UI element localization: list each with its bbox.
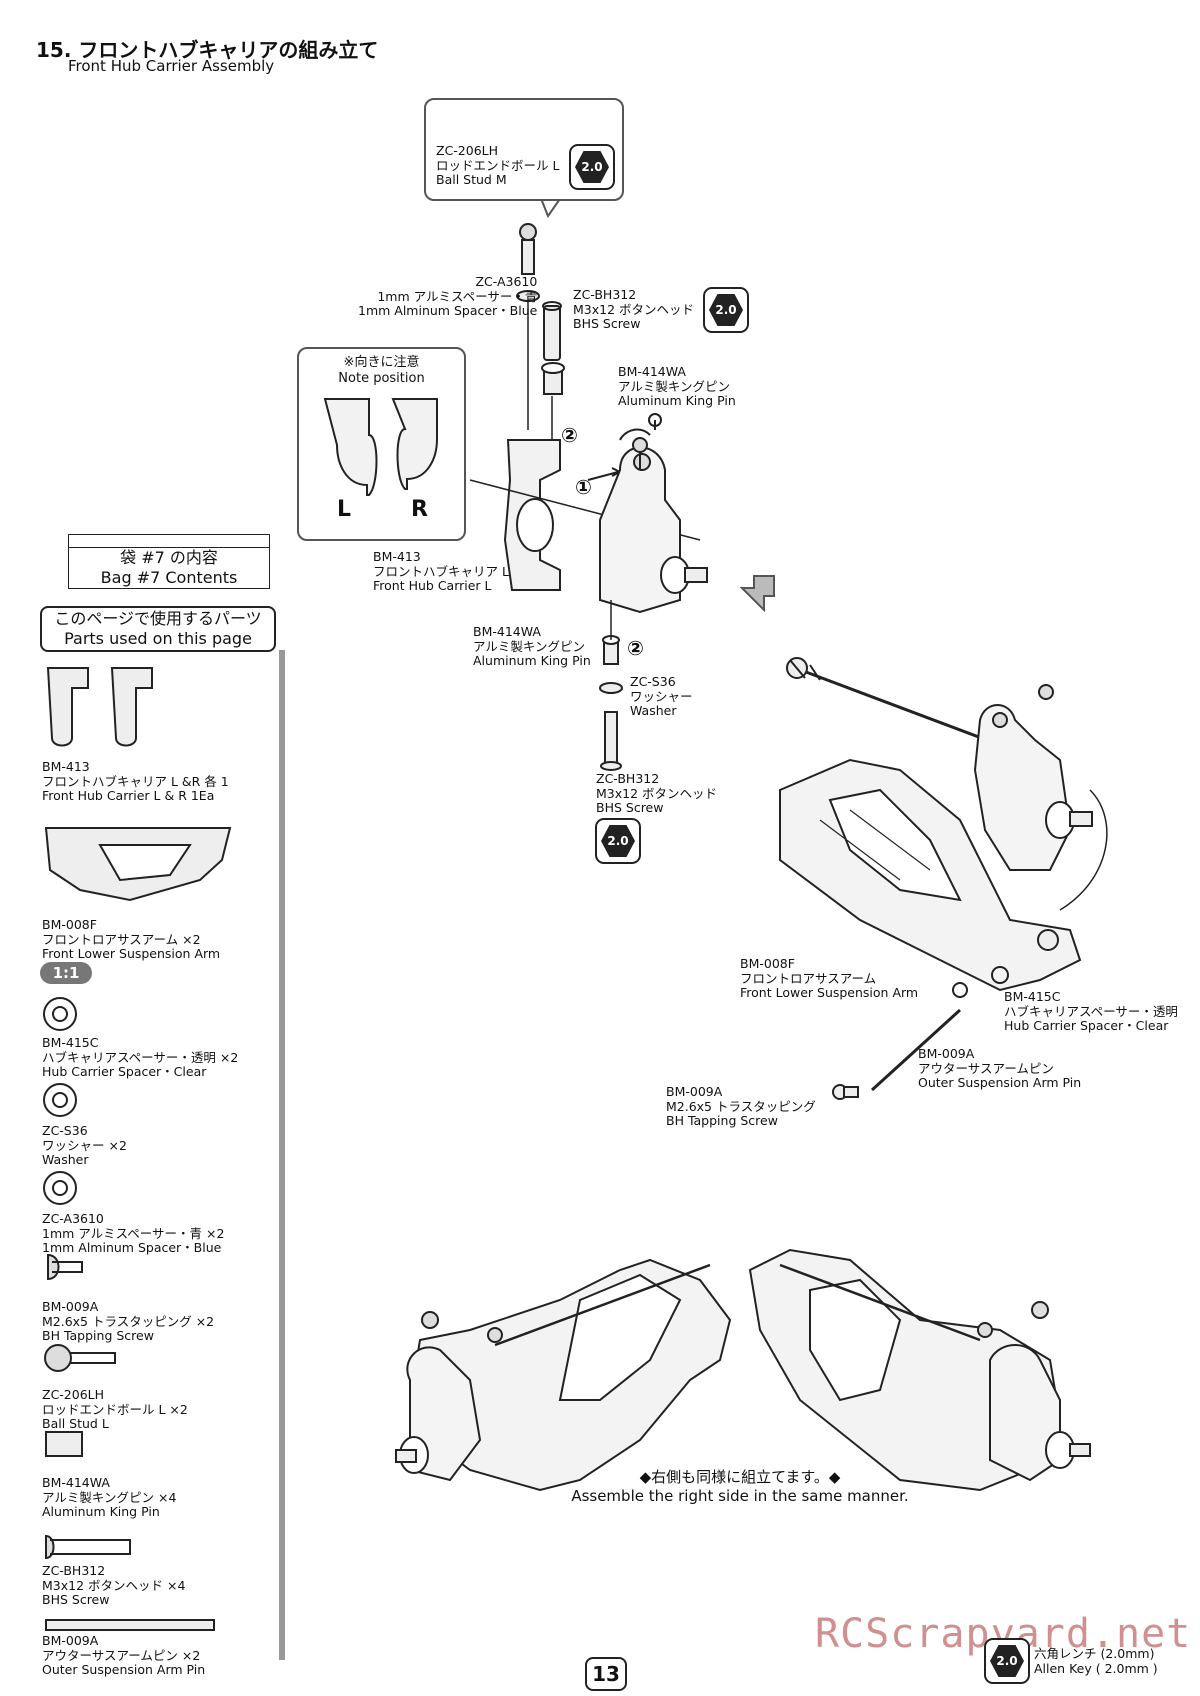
- label-tapping: BM-009A M2.6x5 トラスタッピング BH Tapping Screw: [666, 1084, 816, 1128]
- label-arm: BM-008F フロントロアサスアーム Front Lower Suspensi…: [740, 956, 919, 1000]
- allen-key-legend: 六角レンチ (2.0mm) Allen Key ( 2.0mm ): [1034, 1646, 1158, 1676]
- page-subtitle: Front Hub Carrier Assembly: [68, 57, 275, 75]
- label-s36: ZC-S36 ワッシャー Washer: [630, 674, 693, 718]
- label-kingpin-bottom: BM-414WA アルミ製キングピン Aluminum King Pin: [473, 624, 591, 668]
- bag-title-ja: 袋 #7 の内容: [120, 548, 218, 567]
- scale-badge: 1:1: [40, 962, 92, 984]
- hex-wrench-icon: 2.0: [984, 1638, 1030, 1684]
- label-kingpin-top: BM-414WA アルミ製キングピン Aluminum King Pin: [618, 364, 736, 408]
- step-one-marker: ①: [575, 475, 592, 499]
- bag-title-en: Bag #7 Contents: [100, 568, 238, 587]
- part-name-ja: ロッドエンドボール L: [436, 157, 560, 173]
- right-label: R: [411, 497, 428, 522]
- label-a3610: ZC-A3610 1mm アルミスペーサー・青 1mm Alminum Spac…: [358, 274, 538, 318]
- page-number: 13: [585, 1657, 627, 1691]
- hex-wrench-icon: 2.0: [569, 144, 615, 190]
- label-bh312-top: ZC-BH312 M3x12 ボタンヘッド BHS Screw: [573, 287, 695, 331]
- hex-wrench-icon: 2.0: [703, 287, 749, 333]
- bag-header-bar: [69, 535, 269, 548]
- label-carrier: BM-413 フロントハブキャリア L Front Hub Carrier L: [373, 549, 509, 593]
- assembly-caption: ◆右側も同様に組立てます。◆ Assemble the right side i…: [571, 1468, 909, 1505]
- callout-label: ZC-206LH ロッドエンドボール L Ball Stud M: [436, 143, 560, 188]
- carrier-lr-icon: [323, 398, 438, 496]
- step-two-marker: ②: [561, 423, 578, 447]
- ball-stud-callout: ZC-206LH ロッドエンドボール L Ball Stud M 2.0: [424, 98, 624, 201]
- hex-wrench-icon: 2.0: [595, 818, 641, 864]
- label-pin: BM-009A アウターサスアームピン Outer Suspension Arm…: [918, 1046, 1082, 1090]
- bag-contents-box: 袋 #7 の内容 Bag #7 Contents: [68, 534, 270, 589]
- note-title: ※向きに注意 Note position: [338, 355, 425, 386]
- step-two-marker-lower: ②: [627, 636, 644, 660]
- sidebar-divider: [279, 650, 285, 1660]
- left-label: L: [337, 497, 352, 522]
- label-bh312-bottom: ZC-BH312 M3x12 ボタンヘッド BHS Screw: [596, 771, 718, 815]
- orientation-note: ※向きに注意 Note position L R: [297, 347, 466, 541]
- label-spacer: BM-415C ハブキャリアスペーサー・透明 Hub Carrier Space…: [1004, 989, 1178, 1033]
- part-name-en: Ball Stud M: [436, 172, 507, 187]
- page-title: 15. フロントハブキャリアの組み立て: [36, 38, 379, 62]
- parts-used-header: このページで使用するパーツ Parts used on this page: [40, 606, 276, 652]
- part-code: ZC-206LH: [436, 143, 499, 158]
